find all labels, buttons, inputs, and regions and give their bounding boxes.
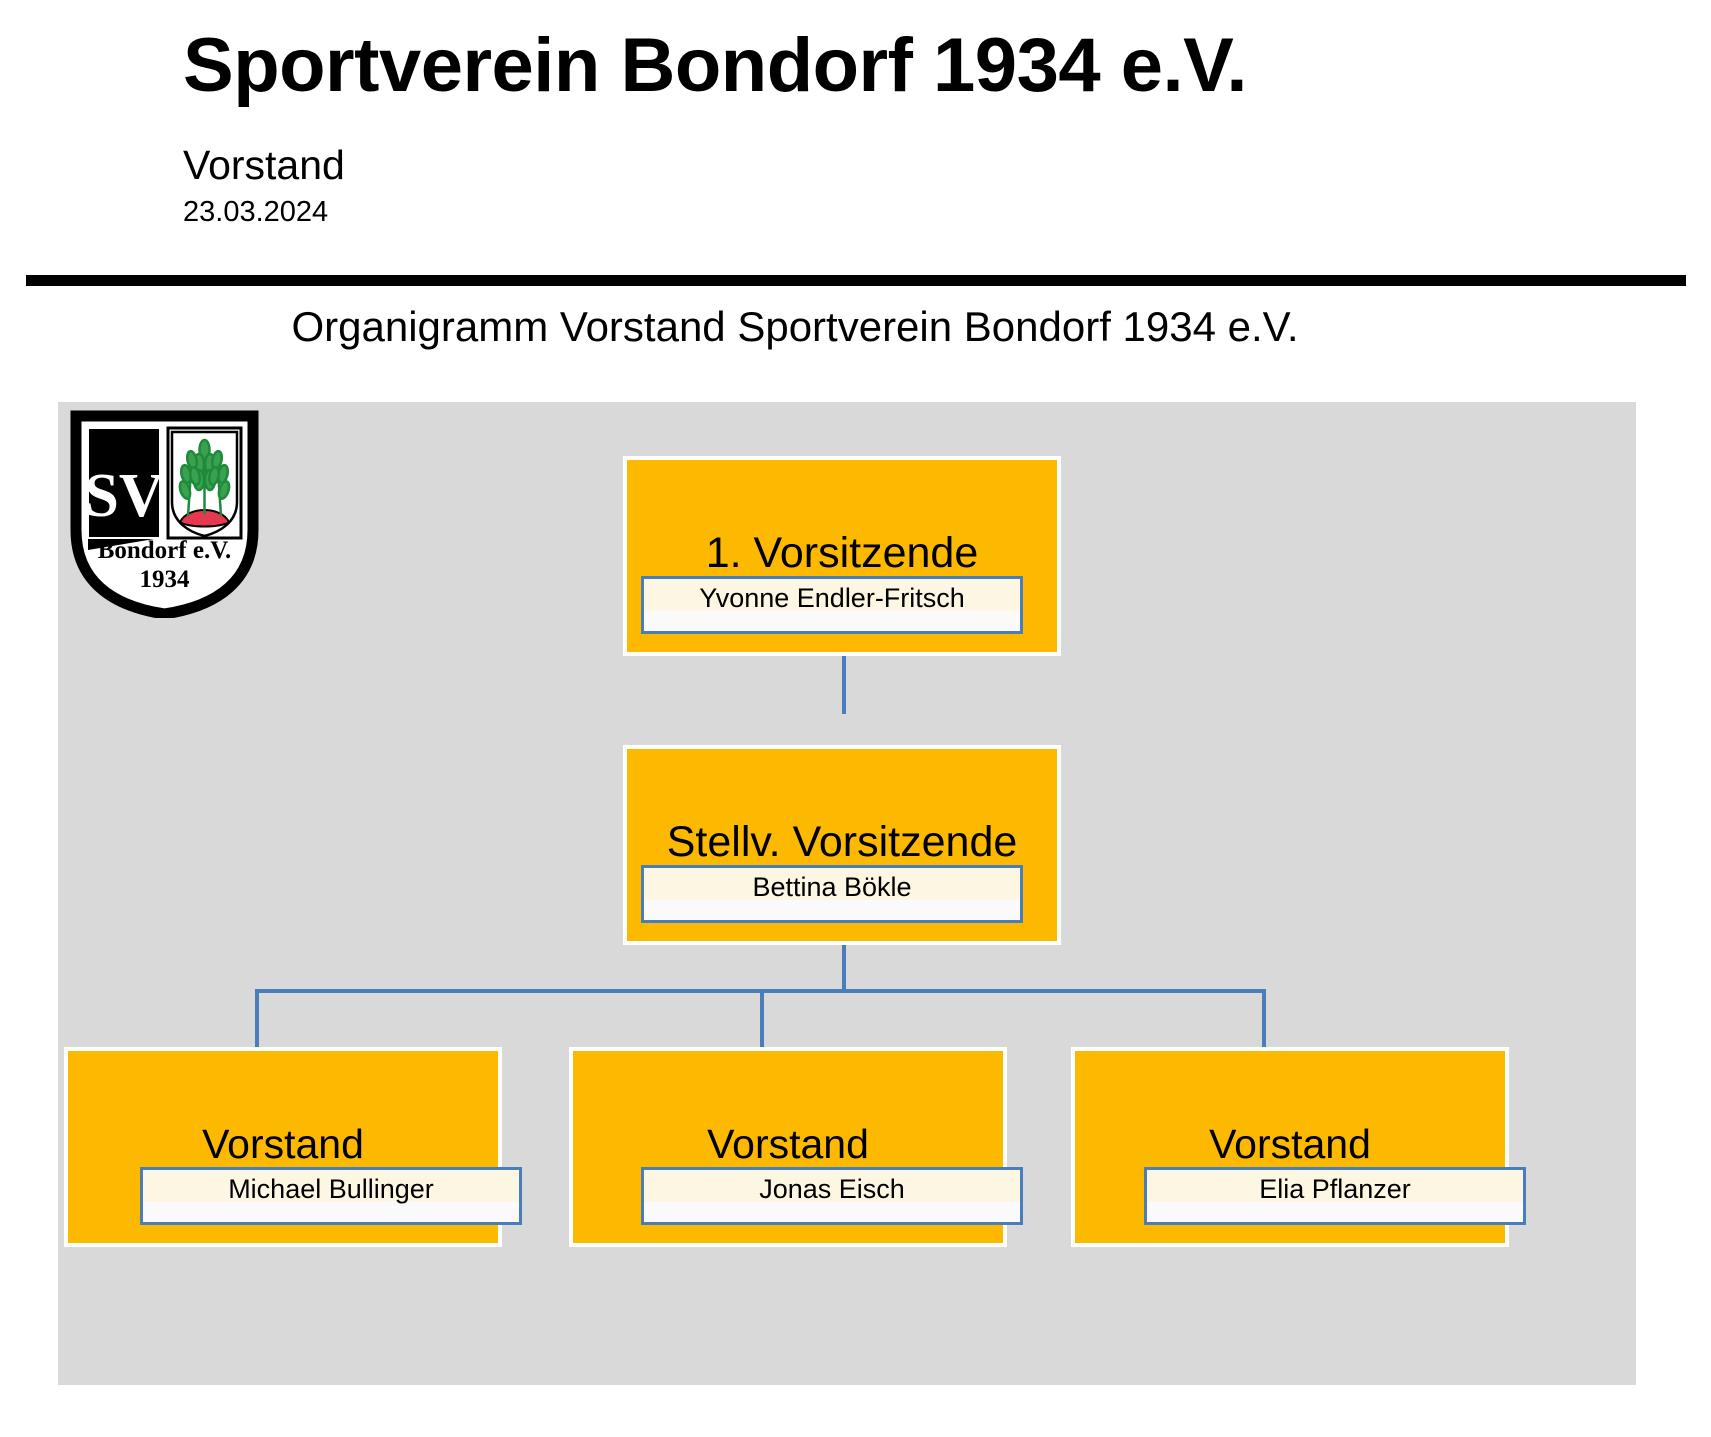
org-node-name-2[interactable]: Bettina Bökle — [641, 865, 1023, 923]
chart-caption: Organigramm Vorstand Sportverein Bondorf… — [291, 303, 1299, 350]
org-node-role-label: Vorstand — [1209, 1121, 1371, 1168]
connector-l1-l2 — [842, 635, 846, 714]
org-node-role-label: Stellv. Vorsitzende — [666, 818, 1018, 867]
org-chart-canvas: SV — [58, 402, 1636, 1385]
org-node-name-label: Jonas Eisch — [759, 1173, 905, 1204]
header-divider — [26, 275, 1686, 286]
connector-l3-drop-right — [1262, 989, 1266, 1050]
org-node-name-label: Yvonne Endler-Fritsch — [699, 582, 965, 613]
org-node-name-5[interactable]: Elia Pflanzer — [1144, 1167, 1526, 1225]
org-node-name-1[interactable]: Yvonne Endler-Fritsch — [641, 576, 1023, 634]
connector-l2-stem — [842, 924, 846, 989]
crest-year-label: 1934 — [140, 566, 191, 593]
org-node-role-label: Vorstand — [202, 1121, 364, 1168]
club-crest-icon: SV — [68, 410, 261, 618]
org-node-name-label: Elia Pflanzer — [1259, 1173, 1411, 1204]
crest-club-label: Bondorf e.V. — [98, 537, 232, 564]
org-node-name-4[interactable]: Jonas Eisch — [641, 1167, 1023, 1225]
org-node-name-3[interactable]: Michael Bullinger — [140, 1167, 522, 1225]
svg-text:SV: SV — [84, 462, 163, 530]
org-node-name-label: Michael Bullinger — [228, 1173, 434, 1204]
connector-l3-drop-center — [760, 989, 764, 1050]
connector-l3-drop-left — [255, 989, 259, 1050]
page-date: 23.03.2024 — [183, 196, 329, 228]
page-title: Sportverein Bondorf 1934 e.V. — [183, 23, 1247, 108]
org-node-role-label: Vorstand — [707, 1121, 869, 1168]
org-node-name-label: Bettina Bökle — [752, 871, 912, 902]
org-node-role-label: 1. Vorsitzende — [705, 529, 979, 578]
page-subtitle: Vorstand — [183, 142, 345, 188]
